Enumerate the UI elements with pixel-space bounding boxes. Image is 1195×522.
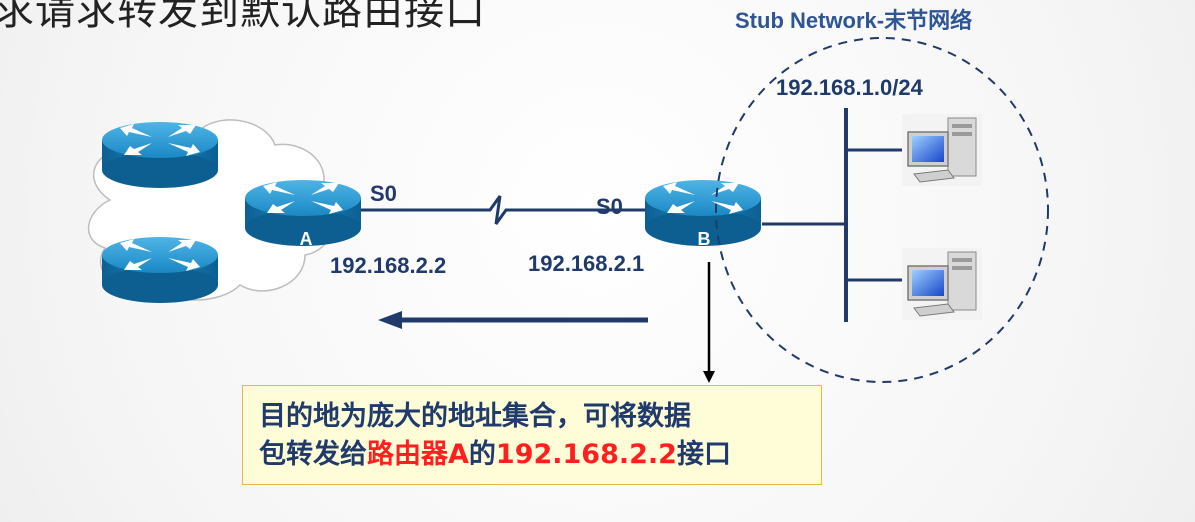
note-middle: 的 — [468, 439, 496, 470]
note-suffix: 接口 — [676, 439, 731, 470]
router-b-letter: B — [698, 229, 711, 249]
router-a-ip: 192.168.2.2 — [330, 253, 447, 278]
note-line-1: 目的地为庞大的地址集合，可将数据 — [259, 401, 691, 432]
slide-title: 求请求转发到默认路由接口 — [0, 0, 486, 34]
note-router-a: 路由器A — [367, 439, 469, 470]
router-b-ip: 192.168.2.1 — [528, 251, 645, 276]
explanation-note: 目的地为庞大的地址集合，可将数据 包转发给路由器A的192.168.2.2接口 — [242, 385, 822, 485]
router-icon — [102, 122, 218, 188]
serial-link — [360, 195, 646, 225]
note-line-2: 包转发给路由器A的192.168.2.2接口 — [259, 436, 821, 474]
stub-network-label: Stub Network-末节网络 — [735, 8, 973, 33]
note-ip: 192.168.2.2 — [495, 439, 677, 470]
router-icon — [102, 237, 218, 303]
router-a-letter: A — [300, 229, 313, 249]
stub-network-boundary — [715, 37, 1049, 383]
computer-icon — [901, 113, 983, 187]
computer-icon — [901, 247, 983, 321]
router-a-interface: S0 — [370, 181, 397, 206]
router-b-interface: S0 — [596, 194, 623, 219]
note-prefix: 包转发给 — [259, 439, 367, 470]
network-address: 192.168.1.0/24 — [776, 75, 923, 100]
